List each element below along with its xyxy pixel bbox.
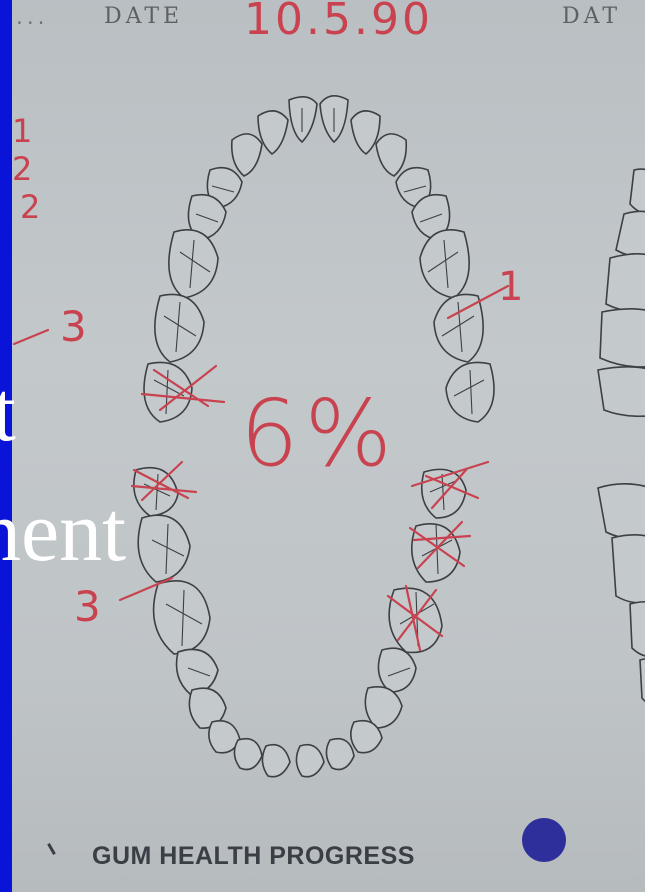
tooth-upper-13 <box>232 134 262 176</box>
tooth-upper-23 <box>376 134 406 176</box>
tooth-lower-31 <box>296 745 324 777</box>
tooth-lower-35 <box>378 648 416 692</box>
overlay-line-2: nent <box>0 488 126 574</box>
tooth-lower-36 <box>389 588 442 652</box>
overlay-line-1: t <box>0 368 16 454</box>
lower-arch <box>134 468 466 777</box>
tooth-upper-16 <box>169 230 218 298</box>
tooth-upper-12 <box>258 111 288 154</box>
tooth-lower-41 <box>262 745 290 777</box>
tooth-lower-32 <box>326 739 354 770</box>
chart-paper: ... DATE 10.5.90 DAT 1 2 2 3 1 3 6% <box>12 0 645 892</box>
tooth-upper-26 <box>420 230 469 298</box>
red-markings <box>14 286 508 650</box>
tooth-lower-42 <box>234 739 262 770</box>
tooth-upper-22 <box>351 111 380 154</box>
second-chart-partial <box>598 169 645 705</box>
margin-dash <box>14 330 48 344</box>
tooth-upper-11 <box>289 97 317 142</box>
footer-title: GUM HEALTH PROGRESS <box>92 842 415 871</box>
footer-dot-icon <box>522 818 566 862</box>
dental-chart-svg <box>12 0 645 892</box>
tooth-lower-47 <box>138 515 190 582</box>
upper-arch <box>144 96 494 422</box>
